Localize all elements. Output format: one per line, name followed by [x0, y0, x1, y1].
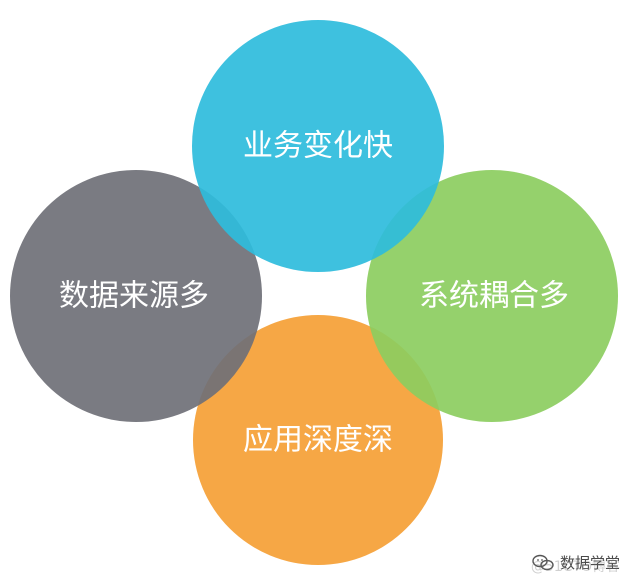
wechat-icon [532, 554, 554, 571]
watermark: 数据学堂 @51CTO博客 [530, 553, 620, 575]
circle-left [10, 170, 262, 422]
label-left: 数据来源多 [59, 279, 209, 314]
label-top: 业务变化快 [243, 129, 393, 164]
watermark-account: 数据学堂 [559, 553, 620, 572]
circle-bottom [193, 315, 443, 565]
label-right: 系统耦合多 [419, 279, 569, 314]
watermark-ghost-text: @51CTO博客 [530, 559, 620, 575]
circle-top [192, 20, 444, 272]
circle-right [366, 170, 618, 422]
label-bottom: 应用深度深 [243, 423, 393, 458]
